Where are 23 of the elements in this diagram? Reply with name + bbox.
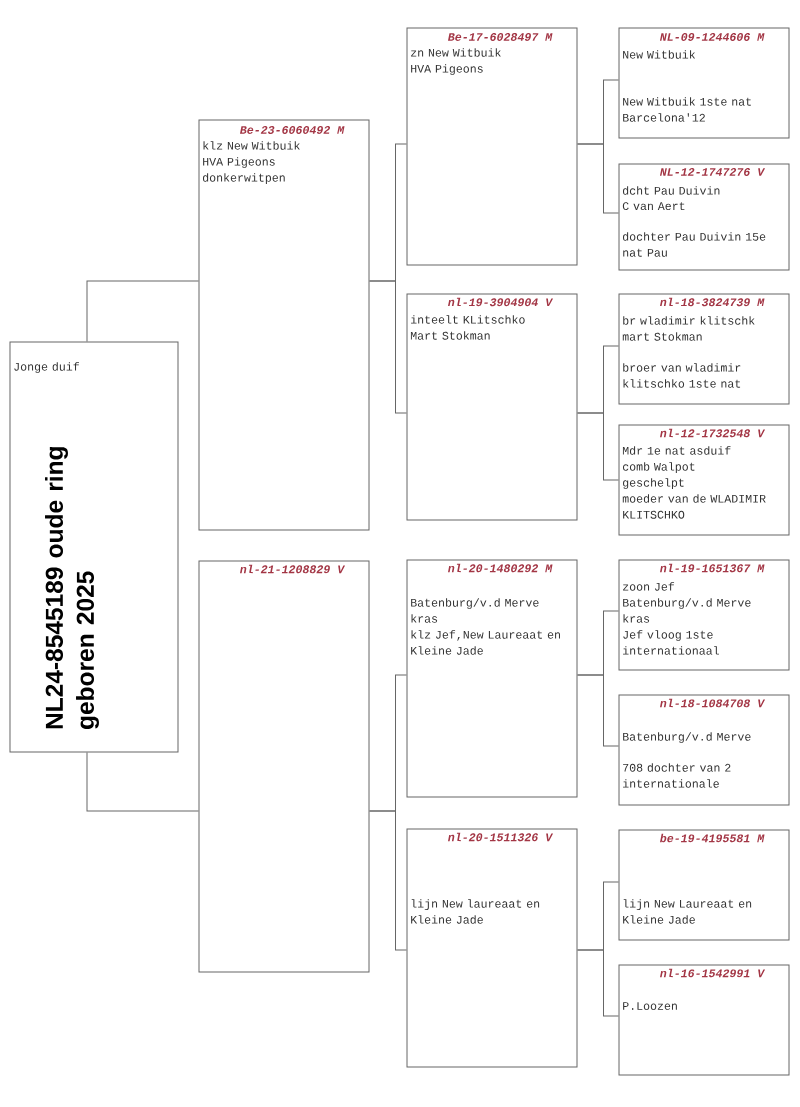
pedigree-box: Be-23-6060492 M klz New Witbuik HVA Pigeons donkerwitpen <box>198 119 370 531</box>
pedigree-box: nl-20-1480292 M Batenburg/v.d Merve kras klz Jef,New Laureaat en Kleine Jade <box>406 559 578 798</box>
connector-line <box>577 143 619 214</box>
connector-line <box>577 949 619 1017</box>
pedigree-box: nl-18-3824739 M br wladimir klitschk mart Stokman broer van wladimir klitschko 1ste nat <box>618 293 790 405</box>
pedigree-box: nl-12-1732548 V Mdr 1e nat asduif comb Walpot geschelpt moeder van de WLADIMIR KLITSCHKO <box>618 424 790 536</box>
connector-line <box>577 412 619 481</box>
connector-line <box>369 280 407 414</box>
pedigree-box: Jonge duif NL24-8545189 oude ring geboren 2025 <box>9 341 179 753</box>
connector-line <box>369 810 407 951</box>
pedigree-box: Be-17-6028497 M zn New Witbuik HVA Pigeons <box>406 27 578 266</box>
pedigree-box: be-19-4195581 M lijn New Laureaat en Kleine Jade <box>618 829 790 941</box>
pedigree-box: NL-09-1244606 M New Witbuik New Witbuik 1ste nat Barcelona'12 <box>618 27 790 139</box>
connector-line <box>86 280 199 342</box>
pedigree-box: nl-16-1542991 V P.Loozen <box>618 964 790 1076</box>
pedigree-box: nl-19-3904904 V inteelt KLitschko Mart Stokman <box>406 293 578 521</box>
pedigree-box: nl-18-1084708 V Batenburg/v.d Merve 708 dochter van 2 internationale <box>618 694 790 806</box>
connector-line <box>577 674 619 747</box>
pedigree-box: NL-12-1747276 V dcht Pau Duivin C van Aert dochter Pau Duivin 15e nat Pau <box>618 163 790 271</box>
connector-line <box>86 752 199 812</box>
pedigree-box: nl-21-1208829 V <box>198 560 370 973</box>
pedigree-box: nl-19-1651367 M zoon Jef Batenburg/v.d Merve kras Jef vloog 1ste internationaal <box>618 559 790 671</box>
pedigree-box: nl-20-1511326 V lijn New laureaat en Kleine Jade <box>406 828 578 1068</box>
